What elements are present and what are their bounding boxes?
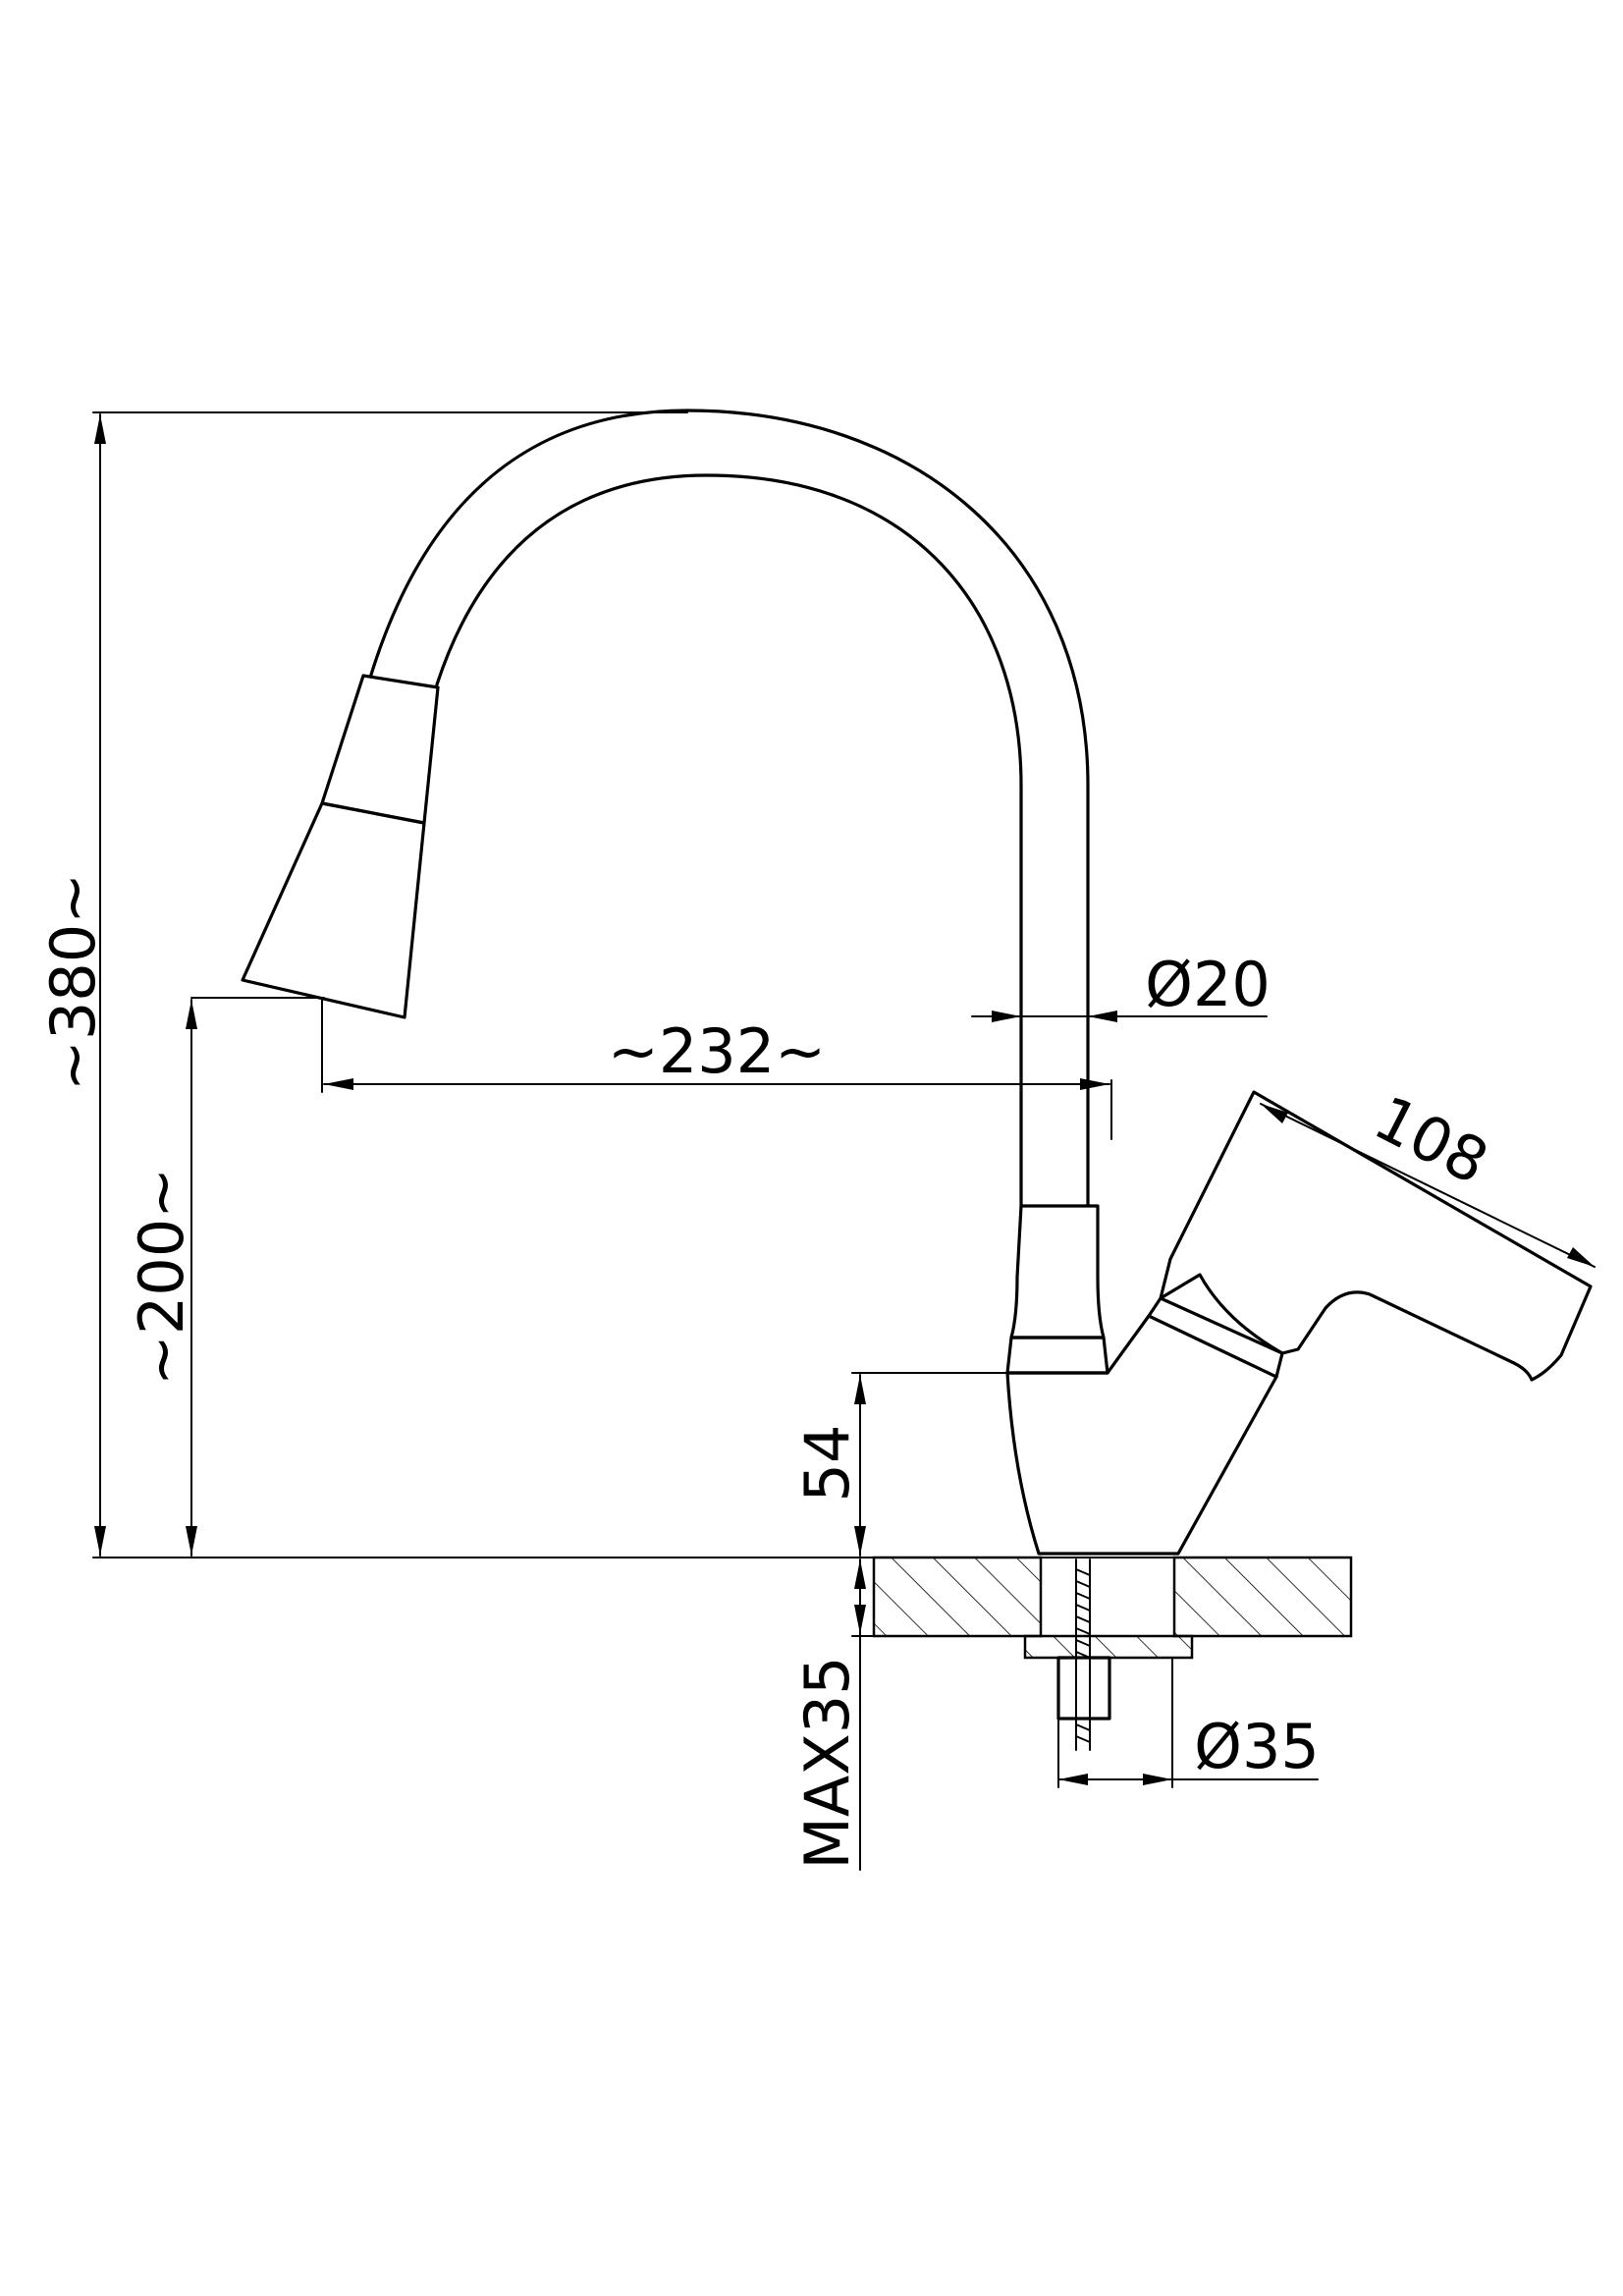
dimension-lines: [92, 411, 1596, 1871]
label-mount-diameter: Ø35: [1194, 1711, 1320, 1782]
handle-108-line: [1260, 1103, 1596, 1268]
label-spout-height: ~200~: [126, 1168, 197, 1386]
countertop-right: [1172, 1556, 1353, 1638]
lever-handle: [1159, 1090, 1593, 1382]
faucet-body: [1005, 1314, 1278, 1556]
label-max-thickness: MAX35: [791, 1656, 863, 1869]
faucet-outline: [241, 409, 1593, 1556]
mounting-nut: [1056, 1656, 1111, 1721]
mounting-washer: [1023, 1634, 1194, 1660]
label-handle-length: 108: [1363, 1081, 1499, 1198]
label-spout-reach: ~232~: [608, 1015, 826, 1087]
handle-base: [1147, 1296, 1284, 1379]
countertop-section: [872, 1556, 1353, 1751]
dimension-labels: ~380~ ~200~ ~232~ Ø20 108 54 MAX35 Ø35: [37, 873, 1499, 1870]
spout-collar: [1005, 1204, 1109, 1375]
label-total-height: ~380~: [37, 873, 109, 1091]
spray-head: [241, 674, 440, 1019]
label-spout-diameter: Ø20: [1145, 949, 1271, 1020]
spout-outer-curve: [369, 409, 1090, 1208]
label-body-height: 54: [791, 1425, 863, 1503]
countertop-left: [872, 1556, 1043, 1638]
spout-inner-curve: [435, 473, 1023, 1208]
